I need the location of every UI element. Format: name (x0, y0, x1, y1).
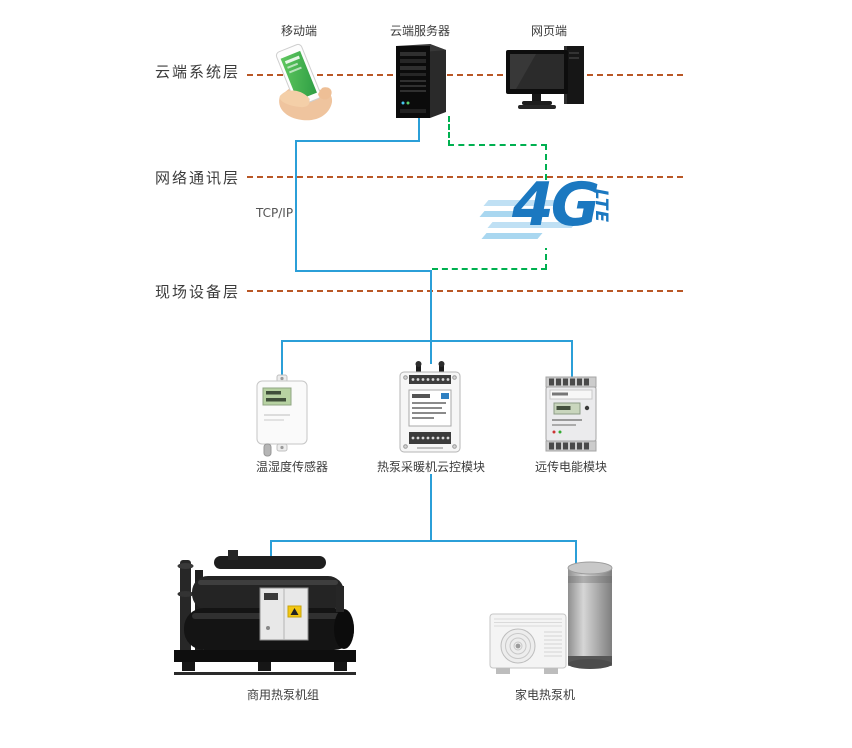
energy-meter-module-icon (545, 376, 597, 452)
layer-separator-field (247, 290, 683, 292)
domestic-heat-pump-icon (489, 561, 613, 674)
connector-tcpip-vertical (295, 140, 297, 272)
layer-label-network: 网络通讯层 (155, 169, 241, 187)
label-sensor: 温湿度传感器 (255, 460, 328, 474)
connector-4g-top (448, 144, 547, 146)
smartphone-in-hand-icon (275, 43, 333, 121)
4g-lte-logo: 4G LTE (479, 172, 616, 248)
connector-4g-bottom (432, 268, 547, 270)
connector-modules-bus (281, 340, 572, 342)
connector-drop-domestic (575, 540, 577, 566)
connector-drop-sensor (281, 340, 283, 378)
logo-4g-text: 4G (512, 170, 600, 240)
label-server: 云端服务器 (389, 24, 450, 38)
desktop-computer-icon (506, 46, 584, 109)
layer-label-field: 现场设备层 (155, 283, 241, 301)
mobile-device (256, 38, 344, 122)
controller-module (397, 360, 463, 458)
connector-drop-meter (571, 340, 573, 378)
layer-label-cloud: 云端系统层 (155, 63, 241, 81)
layer-separator-cloud (247, 74, 683, 76)
sensor-module (252, 374, 312, 458)
connector-drop-commercial (270, 540, 272, 558)
commercial-heat-pump-icon (174, 550, 356, 675)
layer-separator-network (247, 176, 683, 178)
temp-humidity-sensor-icon (256, 374, 308, 457)
domestic-heat-pump (488, 556, 618, 678)
web-device (506, 44, 592, 116)
label-mobile: 移动端 (280, 24, 317, 38)
label-web: 网页端 (530, 24, 567, 38)
connector-mid-horizontal (295, 270, 432, 272)
label-meter: 远传电能模块 (534, 460, 607, 474)
connector-drop-controller (430, 340, 432, 364)
connector-top-horizontal (295, 140, 420, 142)
tcpip-label: TCP/IP (256, 206, 294, 220)
meter-module (542, 376, 600, 452)
label-domestic: 家电热泵机 (514, 688, 575, 702)
label-commercial: 商用热泵机组 (246, 688, 319, 702)
commercial-heat-pump (168, 548, 363, 680)
label-controller: 热泵采暖机云控模块 (376, 460, 485, 474)
connector-to-field-vertical (430, 270, 432, 342)
connector-controller-down (430, 474, 432, 542)
cloud-control-module-icon (399, 361, 461, 453)
server-tower-icon (396, 44, 446, 118)
connector-server-down (418, 116, 420, 142)
connector-equipment-bus (270, 540, 577, 542)
server-device (384, 40, 456, 122)
connector-4g-server-down (448, 116, 450, 146)
logo-lte-text: LTE (590, 188, 611, 224)
